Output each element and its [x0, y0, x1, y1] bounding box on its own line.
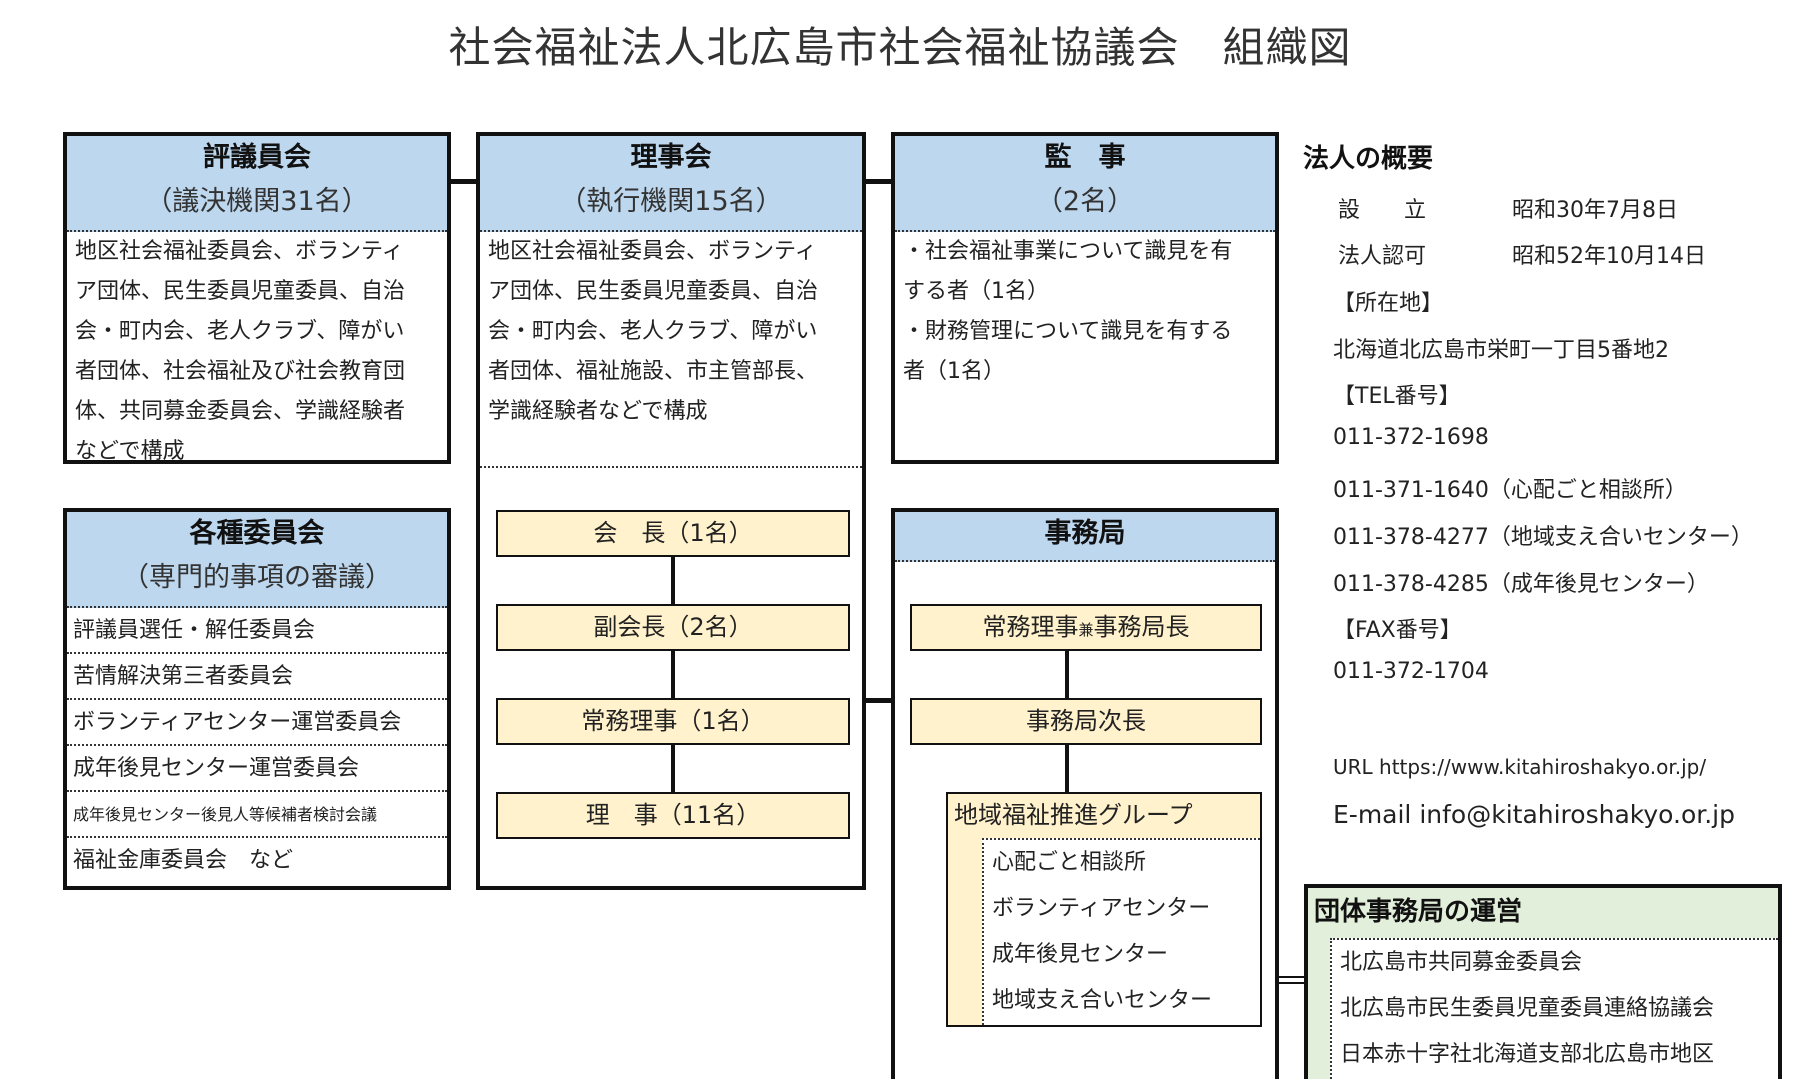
list-item: ボランティアセンター — [992, 896, 1211, 921]
url-text: URL https://www.kitahiroshakyo.or.jp/ — [1333, 755, 1707, 779]
councilors-subtitle: （議決機関31名） — [145, 186, 369, 217]
director-title: 常務理事 — [982, 613, 1079, 641]
desc-line: ・社会福祉事業について識見を有 — [903, 239, 1233, 264]
committees-box: 各種委員会 （専門的事項の審議） 評議員選任・解任委員会 苦情解決第三者委員会 … — [63, 508, 451, 890]
councilors-header: 評議員会 （議決機関31名） — [67, 136, 447, 232]
board-title: 理事会 — [630, 142, 712, 173]
list-item: 成年後見センター運営委員会 — [67, 746, 447, 792]
role-chairman: 会 長（1名） — [496, 510, 850, 557]
desc-line: 学識経験者などで構成 — [488, 399, 708, 424]
tel-number: 011-378-4285（成年後見センター） — [1333, 572, 1709, 597]
list-item: 苦情解決第三者委員会 — [67, 654, 447, 700]
desc-line: 会・町内会、老人クラブ、障がい — [75, 319, 405, 344]
tel-number: 011-371-1640（心配ごと相談所） — [1333, 478, 1687, 503]
auditors-title: 監 事 — [1044, 142, 1126, 173]
director-joint-mark: 兼 — [1078, 621, 1094, 639]
desc-line: ア団体、民生委員児童委員、自治 — [75, 279, 406, 304]
connector — [1065, 651, 1069, 698]
tel-label: 【TEL番号】 — [1333, 384, 1461, 409]
list-item: 北広島市民生委員児童委員連絡協議会 — [1340, 996, 1715, 1021]
authorized-value: 昭和52年10月14日 — [1512, 244, 1706, 269]
welfare-group-box: 地域福祉推進グループ 心配ごと相談所 ボランティアセンター 成年後見センター 地… — [946, 792, 1262, 1027]
board-header: 理事会 （執行機関15名） — [480, 136, 862, 232]
desc-line: する者（1名） — [903, 279, 1049, 304]
org-management-title: 団体事務局の運営 — [1314, 897, 1523, 927]
list-item: ボランティアセンター運営委員会 — [67, 700, 447, 746]
auditors-subtitle: （2名） — [1035, 186, 1135, 217]
org-management-box: 団体事務局の運営 北広島市共同募金委員会 北広島市民生委員児童委員連絡協議会 日… — [1304, 884, 1782, 1079]
email-text: E-mail info@kitahiroshakyo.or.jp — [1333, 800, 1735, 829]
committees-subtitle: （専門的事項の審議） — [122, 562, 392, 593]
desc-line: 者団体、福祉施設、市主管部長、 — [488, 359, 819, 384]
list-item: 地域支え合いセンター — [992, 988, 1213, 1013]
councilors-description: 地区社会福祉委員会、ボランティ ア団体、民生委員児童委員、自治 会・町内会、老人… — [67, 232, 447, 472]
connector — [1065, 745, 1069, 792]
welfare-group-title: 地域福祉推進グループ — [954, 801, 1193, 829]
established-label: 設 立 — [1338, 198, 1427, 223]
welfare-group-list: 心配ごと相談所 ボランティアセンター 成年後見センター 地域支え合いセンター — [982, 838, 1260, 1025]
list-item: 心配ごと相談所 — [992, 850, 1147, 875]
list-item: 北広島市共同募金委員会 — [1340, 950, 1583, 975]
role-vice-chairman: 副会長（2名） — [496, 604, 850, 651]
desc-line: ア団体、民生委員児童委員、自治 — [488, 279, 819, 304]
auditors-header: 監 事 （2名） — [895, 136, 1275, 232]
role-managing-director: 常務理事（1名） — [496, 698, 850, 745]
list-item: 日本赤十字社北海道支部北広島市地区 — [1340, 1042, 1715, 1067]
secretariat-deputy: 事務局次長 — [910, 698, 1262, 745]
list-item: 成年後見センター後見人等候補者検討会議 — [67, 792, 447, 838]
address-label: 【所在地】 — [1333, 291, 1444, 316]
board-description: 地区社会福祉委員会、ボランティ ア団体、民生委員児童委員、自治 会・町内会、老人… — [480, 232, 862, 468]
connector — [866, 698, 891, 703]
list-item: 評議員選任・解任委員会 — [67, 608, 447, 654]
connector — [671, 651, 675, 698]
page-title: 社会福祉法人北広島市社会福祉協議会 組織図 — [448, 23, 1352, 72]
connector — [671, 745, 675, 792]
auditors-box: 監 事 （2名） ・社会福祉事業について識見を有 する者（1名） ・財務管理につ… — [891, 132, 1279, 464]
desc-line: 地区社会福祉委員会、ボランティ — [75, 239, 404, 264]
desc-line: 体、共同募金委員会、学識経験者 — [75, 399, 406, 424]
connector — [451, 179, 476, 184]
desc-line: などで構成 — [75, 439, 185, 464]
connector — [671, 557, 675, 604]
desc-line: ・財務管理について識見を有する — [903, 319, 1233, 344]
connector — [866, 179, 891, 184]
tel-number: 011-378-4277（地域支え合いセンター） — [1333, 525, 1753, 550]
fax-number: 011-372-1704 — [1333, 659, 1489, 684]
desc-line: 者（1名） — [903, 359, 1005, 384]
auditors-description: ・社会福祉事業について識見を有 する者（1名） ・財務管理について識見を有する … — [895, 232, 1275, 392]
board-subtitle: （執行機関15名） — [559, 186, 783, 217]
desc-line: 地区社会福祉委員会、ボランティ — [488, 239, 817, 264]
address-value: 北海道北広島市栄町一丁目5番地2 — [1333, 338, 1669, 363]
councilors-box: 評議員会 （議決機関31名） 地区社会福祉委員会、ボランティ ア団体、民生委員児… — [63, 132, 451, 464]
double-connector — [1279, 976, 1304, 984]
list-item: 福祉金庫委員会 など — [73, 848, 294, 873]
authorized-label: 法人認可 — [1338, 244, 1427, 269]
committees-header: 各種委員会 （専門的事項の審議） — [67, 512, 447, 608]
overview-heading: 法人の概要 — [1303, 144, 1434, 174]
secretariat-title: 事務局 — [1044, 518, 1126, 549]
org-management-list: 北広島市共同募金委員会 北広島市民生委員児童委員連絡協議会 日本赤十字社北海道支… — [1330, 938, 1778, 1079]
secretariat-header: 事務局 — [895, 512, 1275, 562]
list-item: 成年後見センター — [992, 942, 1169, 967]
established-value: 昭和30年7月8日 — [1512, 198, 1678, 223]
desc-line: 者団体、社会福祉及び社会教育団 — [75, 359, 406, 384]
committees-title: 各種委員会 — [189, 518, 325, 549]
fax-label: 【FAX番号】 — [1333, 618, 1462, 643]
desc-line: 会・町内会、老人クラブ、障がい — [488, 319, 818, 344]
secretariat-director: 常務理事兼事務局長 — [910, 604, 1262, 651]
director-title-2: 事務局長 — [1093, 613, 1190, 641]
tel-number: 011-372-1698 — [1333, 425, 1489, 450]
role-directors: 理 事（11名） — [496, 792, 850, 839]
councilors-title: 評議員会 — [203, 142, 311, 173]
